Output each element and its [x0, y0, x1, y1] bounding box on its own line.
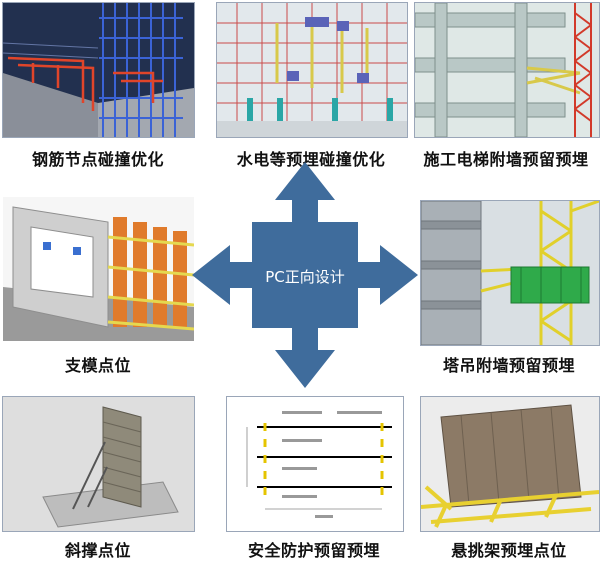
elevator-model-illustration [415, 3, 599, 137]
safety-drawing-illustration [227, 397, 403, 531]
arrow-shape [192, 162, 418, 388]
mep-embed-image [216, 2, 408, 138]
diagonal-brace-image [2, 396, 195, 532]
formwork-model-illustration [3, 197, 194, 341]
tower-crane-image [420, 200, 600, 346]
cantilever-scaffold-image [420, 396, 600, 532]
caption-safety-protection: 安全防护预留预埋 [247, 541, 380, 560]
rebar-joint-image [2, 2, 195, 138]
crane-model-illustration [421, 201, 599, 345]
caption-rebar-joint: 钢筋节点碰撞优化 [31, 150, 164, 169]
caption-diagonal-brace: 斜撑点位 [64, 541, 131, 560]
center-label: PC正向设计 [265, 268, 345, 286]
caption-elevator-anchor: 施工电梯附墙预留预埋 [423, 150, 589, 169]
rebar-model-illustration [3, 3, 194, 137]
formwork-image [2, 196, 195, 342]
safety-protection-image [226, 396, 404, 532]
caption-tower-crane: 塔吊附墙预留预埋 [442, 356, 575, 375]
caption-cantilever-scaffold: 悬挑架预埋点位 [451, 541, 567, 560]
scaffold-model-illustration [421, 397, 599, 531]
mep-model-illustration [217, 3, 407, 137]
caption-formwork: 支模点位 [64, 356, 131, 375]
brace-model-illustration [3, 397, 194, 531]
caption-mep-embed: 水电等预埋碰撞优化 [236, 150, 386, 169]
elevator-anchor-image [414, 2, 600, 138]
four-way-arrow [192, 162, 418, 388]
